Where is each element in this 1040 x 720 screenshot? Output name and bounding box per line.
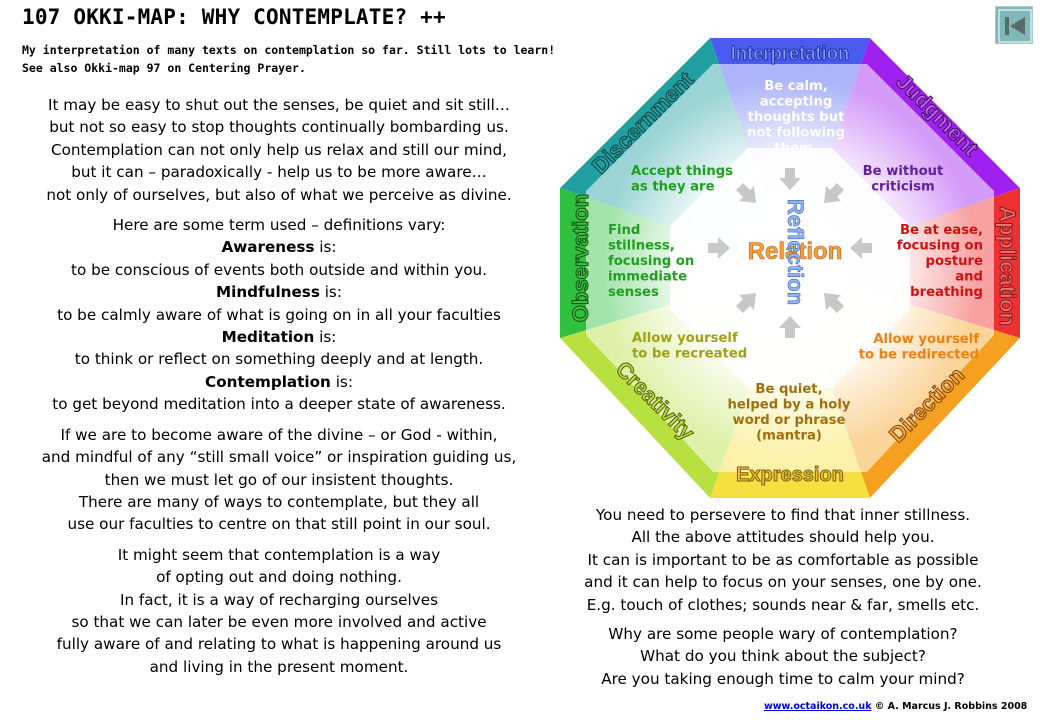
persevere-paragraph: You need to persevere to find that inner…	[584, 506, 982, 614]
arrow-icon	[779, 316, 801, 338]
segment-text-line: and	[955, 270, 983, 285]
center-arrows	[708, 168, 872, 338]
term-heading: Contemplation is:	[205, 372, 353, 391]
segment-text-line: Be without	[863, 164, 944, 179]
segment-text-line: Allow yourself	[873, 332, 979, 347]
segment-text-line: Accept things	[631, 164, 733, 179]
segment-text-line: helped by a holy	[728, 398, 851, 413]
term-definition: to be conscious of events both outside a…	[71, 260, 487, 279]
segment-text-line: stillness,	[608, 239, 675, 254]
segment-text-line: Allow yourself	[632, 331, 738, 346]
octagon-diagram: Interpretation Judgment Application Dire…	[560, 38, 1020, 498]
page-subtitle: My interpretation of many texts on conte…	[22, 41, 555, 77]
segment-text-line: posture	[926, 254, 984, 269]
website-link[interactable]: www.octaikon.co.uk	[764, 701, 872, 712]
page-title: 107 OKKI-MAP: WHY CONTEMPLATE? ++	[22, 5, 446, 29]
divine-paragraph: If we are to become aware of the divine …	[41, 425, 517, 534]
skip-back-icon	[998, 9, 1032, 43]
subtitle-line: My interpretation of many texts on conte…	[22, 43, 556, 57]
subtitle-line: See also Okki-map 97 on Centering Prayer…	[22, 61, 306, 75]
right-text-block: You need to persevere to find that inner…	[548, 504, 1018, 697]
segment-text-line: criticism	[871, 180, 935, 195]
segment-text-line: (mantra)	[756, 429, 822, 444]
recharge-paragraph: It might seem that contemplation is a wa…	[56, 545, 502, 676]
segment-text-line: not following	[747, 126, 845, 141]
segment-text-line: to be redirected	[859, 348, 979, 363]
label-application: Application	[995, 206, 1020, 326]
segment-text-line: as they are	[631, 180, 715, 195]
left-text-block: It may be easy to shut out the senses, b…	[6, 94, 552, 686]
arrow-icon	[824, 183, 844, 203]
segment-text-line: thoughts but	[748, 110, 845, 125]
term-definition: to get beyond meditation into a deeper s…	[52, 395, 506, 414]
arrow-icon	[736, 183, 756, 203]
segment-text-line: focusing on	[608, 254, 694, 269]
intro-paragraph: It may be easy to shut out the senses, b…	[46, 96, 512, 204]
term-heading: Awareness is:	[221, 238, 337, 257]
label-observation: Observation	[568, 194, 593, 322]
term-heading: Mindfulness is:	[216, 283, 342, 302]
copyright: © A. Marcus J. Robbins 2008	[871, 701, 1028, 712]
arrow-icon	[850, 237, 872, 259]
center-word-relation: Relation	[748, 238, 843, 265]
arrow-icon	[779, 168, 801, 190]
segment-text-line: Find	[608, 223, 640, 238]
label-expression: Expression	[736, 464, 844, 486]
segment-text-line: them.	[774, 141, 817, 156]
segment-text-line: immediate	[608, 270, 687, 285]
segment-text-line: Be at ease,	[900, 223, 983, 238]
arrow-icon	[736, 293, 756, 313]
segment-text-line: breathing	[910, 285, 983, 300]
term-definition: to be calmly aware of what is going on i…	[57, 305, 501, 324]
segment-text-line: senses	[608, 285, 659, 300]
questions-paragraph: Why are some people wary of contemplatio…	[601, 625, 965, 688]
segment-text-line: focusing on	[897, 239, 983, 254]
center-word-reflection: Reflection	[783, 199, 808, 305]
segment-text-line: accepting	[760, 95, 833, 110]
term-heading: Meditation is:	[221, 328, 337, 347]
arrow-icon	[824, 293, 844, 313]
segment-text-line: to be recreated	[632, 347, 747, 362]
arrow-icon	[708, 237, 730, 259]
term-definition: to think or reflect on something deeply …	[74, 350, 484, 369]
segment-text-line: Be calm,	[764, 79, 828, 94]
segment-text-line: word or phrase	[733, 413, 846, 428]
segment-text-line: Be quiet,	[755, 382, 822, 397]
label-interpretation: Interpretation	[731, 43, 850, 65]
definitions-paragraph: Here are some term used – definitions va…	[6, 214, 552, 416]
footer: www.octaikon.co.uk © A. Marcus J. Robbin…	[764, 701, 1027, 712]
back-button[interactable]	[995, 6, 1033, 44]
